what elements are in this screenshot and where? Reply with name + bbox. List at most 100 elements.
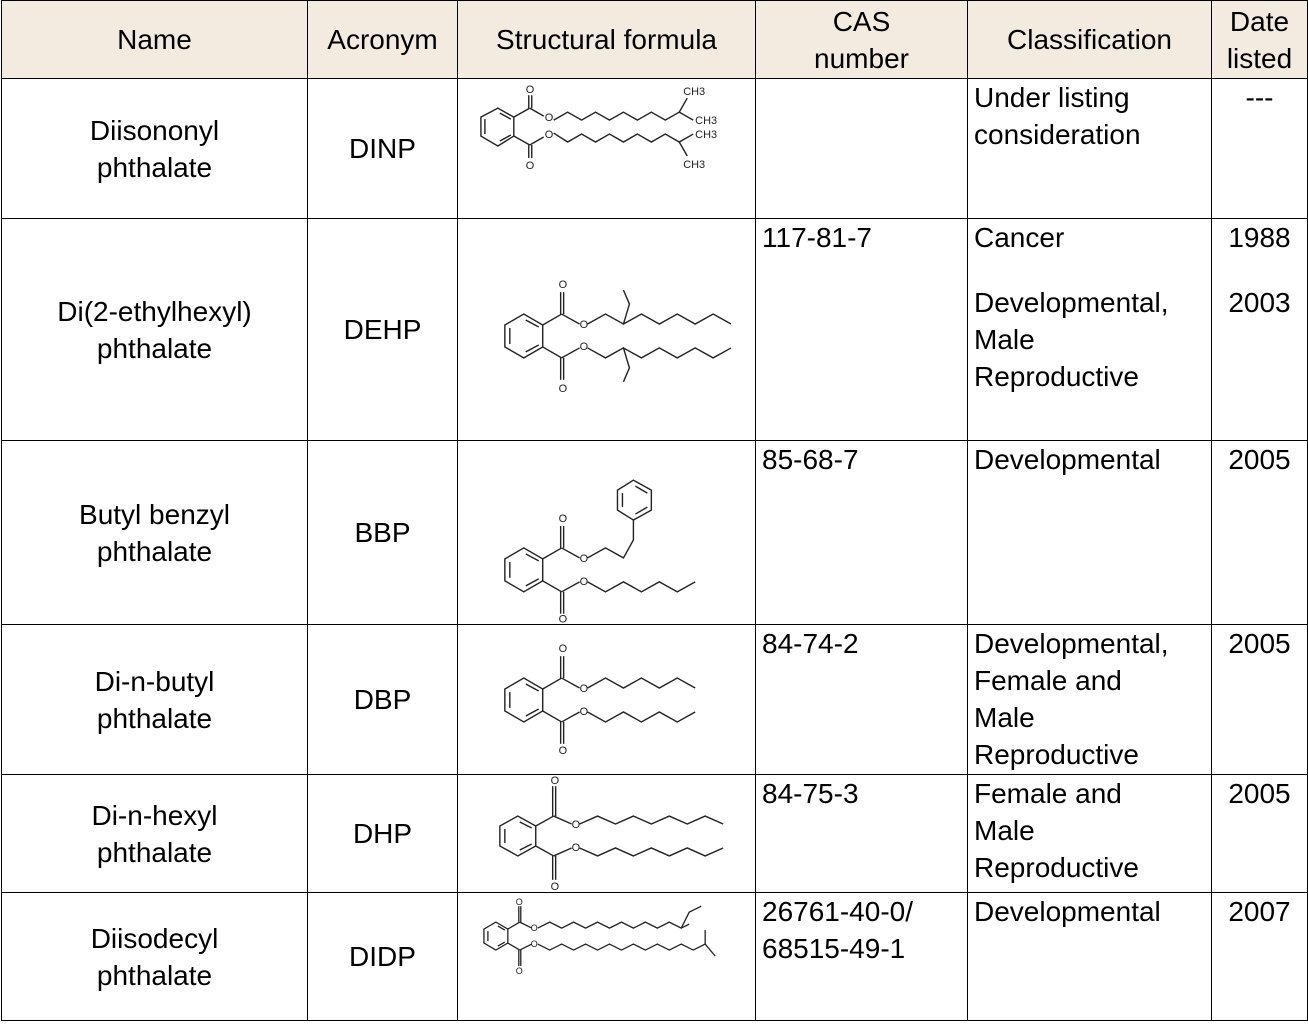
structural-formula-cell: O O O O xyxy=(457,624,756,775)
header-cas-line2: number xyxy=(814,42,909,74)
classification-line: Reproductive xyxy=(974,739,1139,770)
name-cell: Di(2-ethylhexyl) phthalate xyxy=(1,218,308,441)
formula-label: CH3 xyxy=(695,129,717,141)
header-classification: Classification xyxy=(967,0,1212,79)
classification-line: Male xyxy=(974,702,1035,733)
formula-label: O xyxy=(580,319,589,331)
name-line2: phthalate xyxy=(96,836,213,868)
structural-formula-diagram: O O O O xyxy=(458,643,755,756)
name-line2: phthalate xyxy=(96,702,213,734)
date-value: 2007 xyxy=(1228,896,1291,927)
benzene-ring xyxy=(505,314,543,358)
name-line1: Di-n-butyl xyxy=(94,665,215,697)
classification-line: Female and xyxy=(974,778,1122,809)
table-row: Butyl benzyl phthalate BBP xyxy=(1,440,1308,625)
cas-line1: 85-68-7 xyxy=(762,444,859,475)
name-cell: Di-n-butyl phthalate xyxy=(1,624,308,775)
formula-label: O xyxy=(559,279,568,291)
formula-label: O xyxy=(572,819,581,831)
header-cas-number: CAS number xyxy=(755,0,968,79)
header-date-line1: Date xyxy=(1229,5,1290,37)
date-value: 2003 xyxy=(1228,287,1291,318)
name-line1: Butyl benzyl xyxy=(79,498,230,530)
structural-formula-diagram: O O O O xyxy=(458,897,755,975)
date-value: 2005 xyxy=(1228,778,1291,809)
header-cas-line1: CAS xyxy=(832,5,891,37)
cas-number-cell xyxy=(755,78,968,219)
acronym-cell: DHP xyxy=(307,774,458,893)
classification-cell: Developmental xyxy=(967,892,1212,1021)
formula-label: O xyxy=(516,897,523,907)
date-listed-cell: 2005 xyxy=(1211,440,1308,625)
classification-line: Cancer xyxy=(974,222,1065,253)
cas-number-cell: 26761-40-0/68515-49-1 xyxy=(755,892,968,1021)
classification-line: Under listing xyxy=(974,82,1130,113)
formula-label: O xyxy=(526,84,535,96)
classification-line: Female and xyxy=(974,665,1122,696)
table-row: Di-n-hexyl phthalate DHP O xyxy=(1,774,1308,893)
cas-line1: 26761-40-0/ xyxy=(762,896,914,927)
formula-label: O xyxy=(559,643,568,655)
structural-formula-diagram: O O O O xyxy=(458,279,755,394)
classification-cell: Under listing consideration xyxy=(967,78,1212,219)
formula-label: CH3 xyxy=(683,86,705,98)
acronym-cell: DBP xyxy=(307,624,458,775)
name-line1: Di-n-hexyl xyxy=(91,799,218,831)
formula-label: O xyxy=(516,965,523,975)
date-value: 2005 xyxy=(1228,628,1291,659)
acronym-cell: DINP xyxy=(307,78,458,219)
name-line2: phthalate xyxy=(96,535,213,567)
classification-line: Developmental, xyxy=(974,628,1169,659)
cas-line1: 117-81-7 xyxy=(762,222,873,253)
name-line1: Diisodecyl xyxy=(90,922,219,954)
table-row: Di-n-butyl phthalate DBP O xyxy=(1,624,1308,775)
classification-line: consideration xyxy=(974,119,1141,150)
formula-label: O xyxy=(580,552,589,564)
classification-line: Developmental xyxy=(974,896,1161,927)
acronym-cell: BBP xyxy=(307,440,458,625)
structural-formula-diagram: O O O O CH3 CH3 CH3 CH3 xyxy=(458,84,717,171)
formula-label: O xyxy=(545,129,554,141)
table-row: Di(2-ethylhexyl)phthalate DEHP xyxy=(1,218,1308,441)
structural-formula-cell: O O O O xyxy=(457,892,756,1021)
formula-label: O xyxy=(526,159,535,171)
header-date-line2: listed xyxy=(1226,42,1293,74)
name-cell: Butyl benzyl phthalate xyxy=(1,440,308,625)
name-cell: Diisodecyl phthalate xyxy=(1,892,308,1021)
header-name: Name xyxy=(1,0,308,79)
name-line2: phthalate xyxy=(96,959,213,991)
formula-label: CH3 xyxy=(683,158,705,170)
name-line1: Di(2-ethylhexyl) xyxy=(57,295,252,327)
formula-label: O xyxy=(559,613,568,623)
structural-formula-cell: O O O O CH3 CH3 CH3 CH3 xyxy=(457,78,756,219)
classification-line: Developmental xyxy=(974,444,1161,475)
cas-number-cell: 84-75-3 xyxy=(755,774,968,893)
acronym-cell: DIDP xyxy=(307,892,458,1021)
header-date-listed: Date listed xyxy=(1211,0,1308,79)
formula-label: O xyxy=(551,776,560,787)
benzene-ring xyxy=(481,108,514,146)
formula-label: O xyxy=(572,841,581,853)
classification-line: Reproductive xyxy=(974,361,1139,392)
formula-label: O xyxy=(580,340,589,352)
cas-number-cell: 85-68-7 xyxy=(755,440,968,625)
structural-formula-diagram: O O O O xyxy=(458,442,755,624)
header-structural-formula: Structural formula xyxy=(457,0,756,79)
name-line2: phthalate xyxy=(96,332,213,364)
benzyl-ring xyxy=(617,480,651,520)
classification-cell: Developmental xyxy=(967,440,1212,625)
structural-formula-cell: O O O O xyxy=(457,440,756,625)
formula-label: O xyxy=(580,575,589,587)
date-value: 2005 xyxy=(1228,444,1291,475)
formula-label: O xyxy=(531,923,538,933)
cas-line1: 84-75-3 xyxy=(762,778,859,809)
formula-label: O xyxy=(545,112,554,124)
date-value: --- xyxy=(1245,82,1274,113)
formula-label: O xyxy=(559,382,568,394)
classification-line: Male xyxy=(974,815,1035,846)
name-cell: Di-n-hexyl phthalate xyxy=(1,774,308,893)
